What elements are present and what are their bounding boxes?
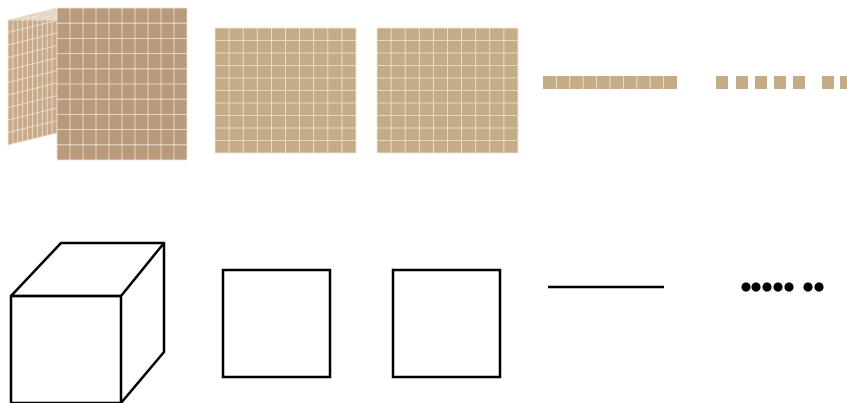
ones-unit-icon <box>774 76 786 89</box>
dot-icon <box>784 282 793 291</box>
ones-unit-icon <box>736 76 748 89</box>
dot-icon <box>803 282 812 291</box>
ones-dots-group <box>741 282 823 291</box>
quick-sketch-row <box>11 243 824 403</box>
dot-icon <box>751 282 760 291</box>
ones-unit-icon <box>822 76 834 89</box>
hundreds-flat-icon <box>377 28 518 153</box>
thousands-cube-icon <box>8 8 189 160</box>
tens-rod-icon <box>543 76 677 89</box>
cube-side-edge <box>121 243 164 403</box>
base-ten-blocks-row <box>8 8 847 160</box>
cube-front-edge <box>11 296 121 403</box>
cube-top-edge <box>11 243 164 296</box>
ones-unit-icon <box>755 76 767 89</box>
ones-units-group <box>716 76 847 89</box>
cube-left-face <box>8 8 57 145</box>
dot-icon <box>741 282 750 291</box>
flat-face <box>377 28 518 153</box>
ones-unit-icon <box>840 76 847 89</box>
dot-icon <box>814 282 823 291</box>
cube-outline-icon <box>11 243 164 403</box>
ones-unit-icon <box>793 76 805 89</box>
square-outline-icon <box>223 270 330 377</box>
ones-unit-icon <box>716 76 728 89</box>
cube-front-face <box>57 8 187 160</box>
dot-icon <box>773 282 782 291</box>
square-outline-icon <box>393 270 500 377</box>
dot-icon <box>762 282 771 291</box>
hundreds-flat-icon <box>215 28 356 153</box>
flat-face <box>215 28 356 153</box>
